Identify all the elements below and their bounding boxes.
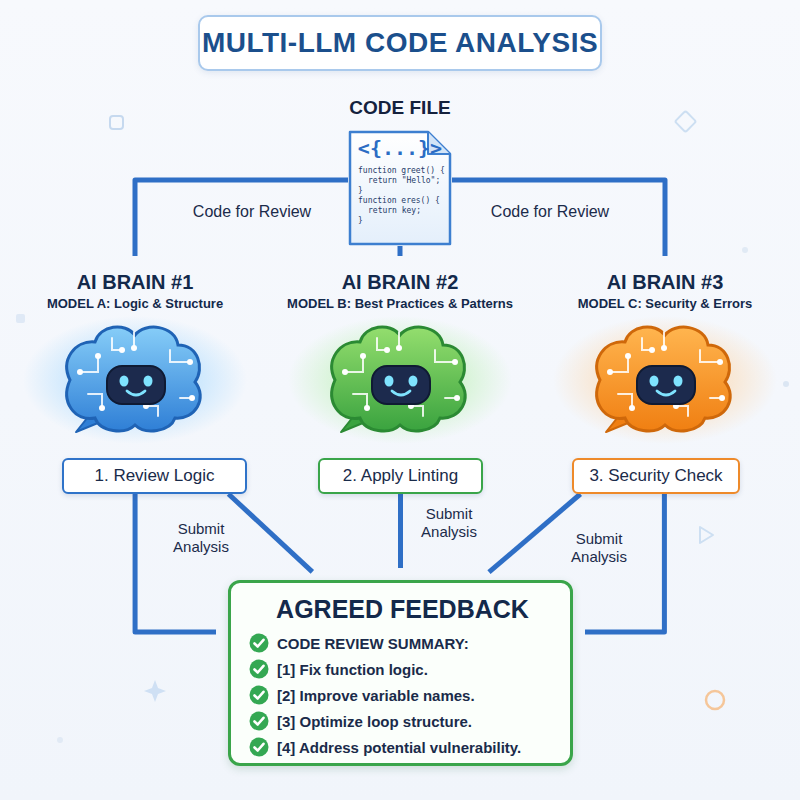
ai-model: AI BRAIN #2 MODEL B: Best Practices & Pat… [270, 268, 530, 450]
decor-square [16, 314, 25, 323]
edge-label: Submit Analysis [408, 505, 490, 541]
check-icon [249, 737, 269, 757]
check-icon [249, 685, 269, 705]
connector-line [489, 494, 580, 572]
brain-illustration [545, 316, 785, 444]
check-icon-svg [249, 659, 269, 679]
process-box: 3. Security Check [572, 458, 740, 494]
check-icon-svg [249, 711, 269, 731]
connector-line [398, 494, 403, 568]
diagram-title: MULTI-LLM CODE ANALYSIS [202, 27, 598, 59]
summary-row: [1] Fix function logic. [249, 656, 556, 682]
connector-line [452, 180, 665, 256]
connector-arrow [452, 180, 665, 256]
summary-row: CODE REVIEW SUMMARY: [249, 630, 556, 656]
connector-arrow [229, 494, 313, 572]
edge-label: Code for Review [172, 202, 332, 221]
decor-sparkle [144, 680, 166, 702]
edge-label: Submit Analysis [558, 530, 640, 566]
model-heading: AI BRAIN #1 [15, 270, 255, 294]
model-heading: AI BRAIN #2 [270, 270, 530, 294]
decor-square [110, 116, 123, 129]
result-box: AGREED FEEDBACK CODE REVIEW SUMMARY: [1] F… [228, 580, 573, 766]
model-subtitle: MODEL C: Security & Errors [545, 296, 785, 312]
brain-illustration-svg [545, 316, 785, 444]
brain-illustration [270, 316, 530, 444]
check-icon-svg [249, 737, 269, 757]
model-heading: AI BRAIN #3 [545, 270, 785, 294]
connector-line [229, 494, 313, 572]
check-icon [249, 711, 269, 731]
connector-arrow [135, 494, 216, 632]
node-heading: CODE FILE [298, 97, 502, 119]
code-line: } [348, 216, 452, 226]
brain-illustration-svg [15, 316, 255, 444]
edge-label: Submit Analysis [160, 520, 242, 556]
decor-dot [57, 737, 63, 743]
connector-line [398, 246, 403, 256]
check-icon-svg [249, 633, 269, 653]
summary-row: [2] Improve variable names. [249, 682, 556, 708]
code-content: <{...}> function greet() {return "Hello";… [348, 136, 452, 226]
process-box: 2. Apply Linting [318, 458, 483, 494]
check-icon [249, 659, 269, 679]
summary-item: [4] Address potential vulnerability. [277, 739, 521, 756]
decor-dot [742, 247, 748, 253]
code-symbol: <{...}> [348, 136, 452, 160]
code-line: return key; [348, 206, 452, 216]
summary-row: [3] Optimize loop structure. [249, 708, 556, 734]
code-line: function greet() { [348, 166, 452, 176]
ai-model: AI BRAIN #1 MODEL A: Logic & Structure [15, 268, 255, 450]
connector-arrow [400, 246, 401, 256]
code-line: } [348, 186, 452, 196]
decor-triangle [700, 527, 713, 543]
step-label: 1. Review Logic [94, 466, 214, 486]
decor-diamond [675, 111, 696, 132]
connector-line [135, 180, 348, 256]
step-label: 3. Security Check [589, 466, 722, 486]
connector-line [135, 494, 216, 632]
process-box: 1. Review Logic [62, 458, 247, 494]
summary-heading: CODE REVIEW SUMMARY: [277, 635, 469, 652]
ai-model: AI BRAIN #3 MODEL C: Security & Errors [545, 268, 785, 450]
edge-label: Code for Review [470, 202, 630, 221]
model-subtitle: MODEL B: Best Practices & Patterns [270, 296, 530, 312]
connector-arrow [135, 180, 348, 256]
code-line: function eres() { [348, 196, 452, 206]
box-heading: AGREED FEEDBACK [249, 595, 556, 624]
summary-item: [1] Fix function logic. [277, 661, 428, 678]
decor-dot [783, 381, 789, 387]
decor-circle [706, 691, 724, 709]
check-icon-svg [249, 685, 269, 705]
code-line: return "Hello"; [348, 176, 452, 186]
brain-illustration [15, 316, 255, 444]
connector-arrow [489, 494, 580, 572]
summary-row: [4] Address potential vulnerability. [249, 734, 556, 760]
code-file: CODE FILE<{...}>function greet() {return… [348, 130, 452, 246]
connector-arrow [400, 494, 401, 568]
summary-item: [2] Improve variable names. [277, 687, 475, 704]
title-box: MULTI-LLM CODE ANALYSIS [198, 15, 602, 71]
model-subtitle: MODEL A: Logic & Structure [15, 296, 255, 312]
brain-illustration-svg [280, 316, 520, 444]
check-icon [249, 633, 269, 653]
step-label: 2. Apply Linting [343, 466, 458, 486]
summary-item: [3] Optimize loop structure. [277, 713, 472, 730]
